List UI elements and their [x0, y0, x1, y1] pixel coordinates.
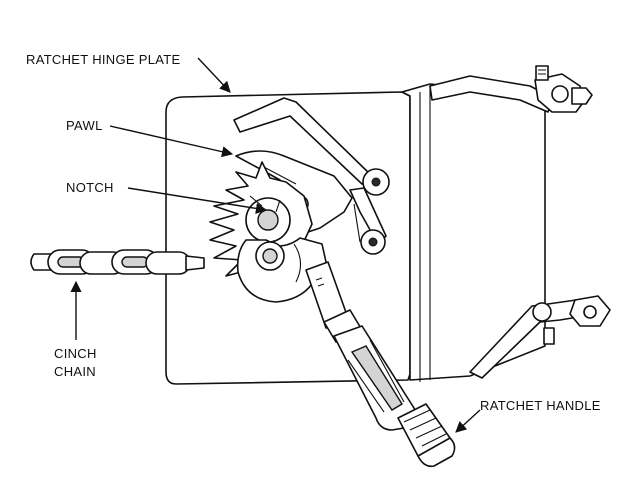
- handle-head: [236, 237, 327, 303]
- label-cinch-line1: CINCH: [54, 346, 97, 361]
- arrow-ratchet-handle: [455, 409, 481, 433]
- label-cinch-line2: CHAIN: [54, 364, 96, 379]
- linkage-rod: [349, 168, 390, 255]
- upper-mounting-arm: [429, 65, 593, 113]
- arrow-hinge-plate: [197, 57, 231, 93]
- cinch-chain: [30, 249, 205, 275]
- lower-mounting-arm: [469, 295, 611, 379]
- label-pawl: PAWL: [66, 118, 103, 133]
- label-ratchet-handle: RATCHET HANDLE: [480, 398, 601, 413]
- label-notch: NOTCH: [66, 180, 114, 195]
- arrow-pawl: [109, 125, 234, 158]
- ratchet-handle: [305, 261, 456, 468]
- arrow-notch: [127, 187, 268, 214]
- label-ratchet-hinge-plate: RATCHET HINGE PLATE: [26, 52, 181, 67]
